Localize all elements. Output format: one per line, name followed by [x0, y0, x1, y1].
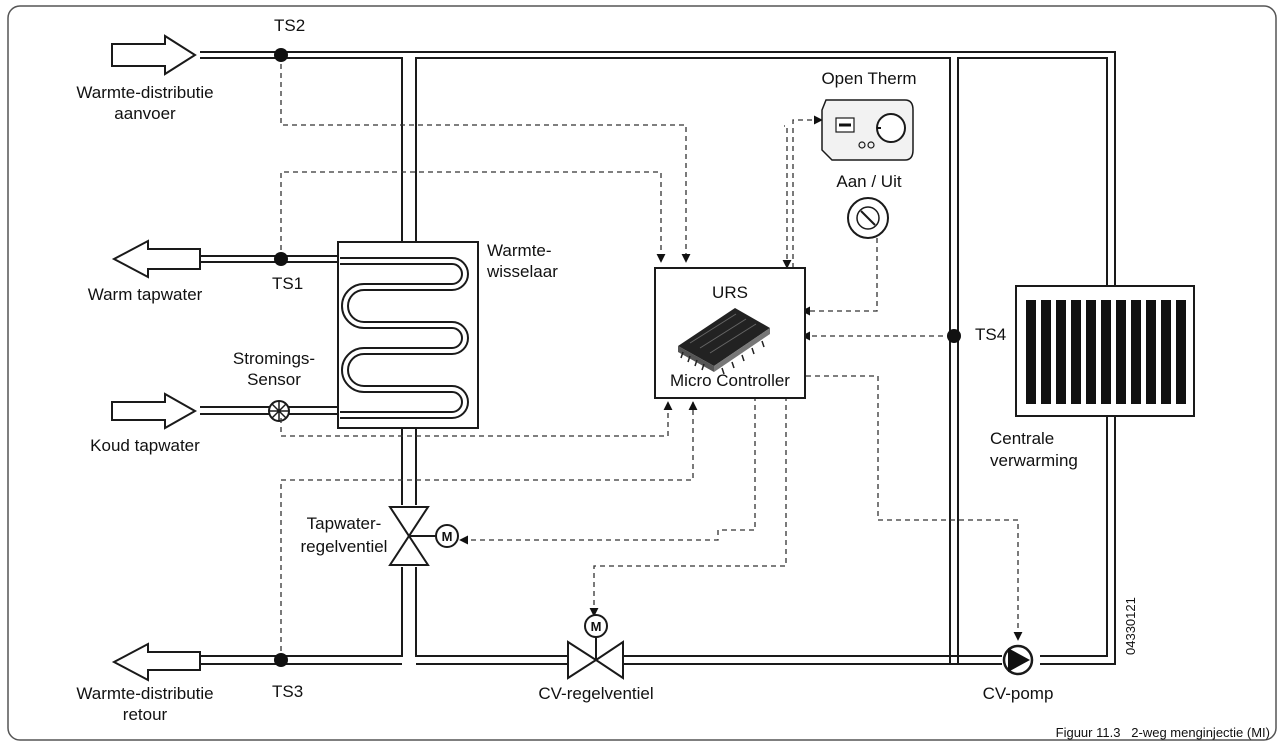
arrow-in-aanvoer-icon	[111, 34, 197, 76]
tapwater-valve-icon: M	[388, 506, 459, 566]
aanvoer-label-1: Warmte-distributie	[76, 83, 213, 102]
stromings-label-2: Sensor	[247, 370, 301, 389]
tapwater-label-2: regelventiel	[301, 537, 388, 556]
retour-label-1: Warmte-distributie	[76, 684, 213, 703]
chip-icon	[678, 308, 770, 375]
ts4-dot	[947, 329, 961, 343]
wisselaar-label-1: Warmte-	[487, 241, 552, 260]
ts3-label: TS3	[272, 682, 303, 701]
arrow-in-koud-icon	[111, 392, 198, 430]
urs-label: URS	[712, 283, 748, 302]
open-therm-label: Open Therm	[821, 69, 916, 88]
retour-label-2: retour	[123, 705, 168, 724]
centrale-label-1: Centrale	[990, 429, 1054, 448]
cv-pomp-label: CV-pomp	[983, 684, 1054, 703]
motor-label-2: M	[591, 619, 602, 634]
cv-regelventiel-label: CV-regelventiel	[538, 684, 653, 703]
cv-pump-icon	[1002, 644, 1034, 676]
ts1-dot	[274, 252, 288, 266]
heat-exchanger	[337, 241, 479, 429]
cv-valve-icon: M	[567, 614, 624, 680]
ts2-label: TS2	[274, 16, 305, 35]
aan-uit-label: Aan / Uit	[836, 172, 901, 191]
centrale-label-2: verwarming	[990, 451, 1078, 470]
open-therm-thermostat-icon	[821, 99, 914, 161]
ts4-label: TS4	[975, 325, 1006, 344]
wisselaar-label-2: wisselaar	[486, 262, 558, 281]
pipes	[200, 51, 1116, 665]
radiator-icon	[1015, 285, 1195, 417]
ts3-dot	[274, 653, 288, 667]
urs-controller	[654, 267, 806, 399]
arrow-out-retour-icon	[111, 642, 201, 682]
ts2-dot	[274, 48, 288, 62]
flow-arrows	[111, 34, 201, 682]
ts1-label: TS1	[272, 274, 303, 293]
flow-sensor-icon	[268, 400, 290, 422]
micro-controller-label: Micro Controller	[670, 371, 790, 390]
stromings-label-1: Stromings-	[233, 349, 315, 368]
koud-tapwater-label: Koud tapwater	[90, 436, 200, 455]
figure-caption: Figuur 11.3 2-weg menginjectie (MI)	[1056, 725, 1270, 740]
arrow-out-warm-icon	[111, 239, 201, 279]
signal-lines	[280, 55, 1023, 660]
aan-uit-switch-icon	[847, 197, 889, 239]
aanvoer-label-2: aanvoer	[114, 104, 176, 123]
warm-tapwater-label: Warm tapwater	[88, 285, 203, 304]
labels: TS2 TS1 TS3 TS4 Warmte-distributie aanvo…	[76, 16, 1270, 740]
sensor-dots	[274, 48, 961, 667]
tapwater-label-1: Tapwater-	[307, 514, 382, 533]
figure-code: 04330121	[1123, 597, 1138, 655]
motor-label-1: M	[442, 529, 453, 544]
